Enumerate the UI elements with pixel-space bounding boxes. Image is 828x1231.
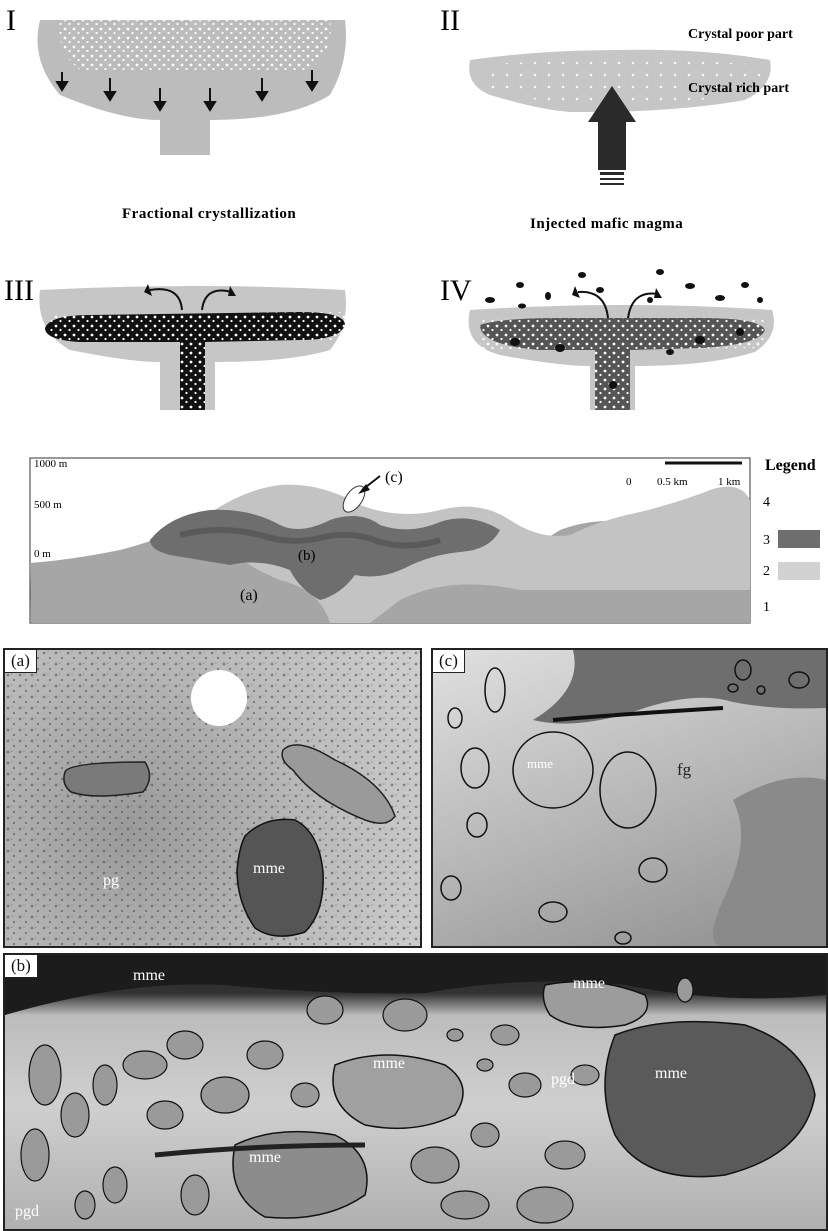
- photo-b-label: (b): [5, 955, 38, 978]
- mme-enclave: [513, 732, 593, 808]
- stage-II-label: II: [440, 4, 460, 37]
- stage-I-caption: Fractional crystallization: [122, 206, 296, 222]
- legend-3: 3: [763, 533, 770, 548]
- legend: Legend 4 3 2 1: [763, 457, 820, 615]
- section-label-a: (a): [240, 587, 258, 604]
- fg-label: fg: [677, 760, 691, 780]
- pgd-label-1: pgd: [551, 1071, 575, 1089]
- legend-1: 1: [763, 600, 770, 615]
- scale-05: 0.5 km: [657, 476, 688, 488]
- stage-III: [39, 284, 346, 410]
- elev-1000: 1000 m: [34, 458, 68, 470]
- legend-2: 2: [763, 564, 770, 579]
- section-label-c: (c): [385, 469, 403, 486]
- photo-c-label: (c): [433, 650, 465, 673]
- stage-II-caption: Injected mafic magma: [530, 216, 683, 232]
- photo-b: (b) mme mme mme mme mme pgd pgd: [3, 953, 828, 1231]
- stage-I: [38, 20, 347, 155]
- stage-schematics: I Fractional crystallization II Crystal …: [0, 0, 828, 420]
- photo-a: (a) pg mme: [3, 648, 422, 948]
- stage-IV-label: IV: [440, 274, 472, 307]
- mme-label-1: mme: [133, 967, 165, 985]
- photo-c: (c) mme fg: [431, 648, 828, 948]
- crystal-rich-label: Crystal rich part: [688, 81, 789, 96]
- mme-label-5: mme: [249, 1149, 281, 1167]
- photo-a-label: (a): [5, 650, 37, 673]
- scale-0: 0: [626, 476, 632, 488]
- legend-swatch-2: [778, 562, 820, 580]
- mme-label: mme: [253, 860, 285, 878]
- legend-4: 4: [763, 495, 770, 510]
- enclave-outline: [64, 762, 150, 796]
- mme-label-3: mme: [373, 1055, 405, 1073]
- stage-III-label: III: [4, 274, 34, 307]
- pgd-label-2: pgd: [15, 1203, 39, 1221]
- elev-0: 0 m: [34, 548, 51, 560]
- mme-label-4: mme: [655, 1065, 687, 1083]
- legend-swatch-3: [778, 530, 820, 548]
- mme-label-2: mme: [573, 975, 605, 993]
- stage-II: [469, 50, 771, 185]
- geologic-cross-section: 1000 m 500 m 0 m (a) (b) (c) 0 0.5 km 1 …: [0, 440, 828, 640]
- section-label-b: (b): [298, 548, 316, 564]
- stage-IV: [469, 269, 774, 410]
- legend-title: Legend: [765, 457, 816, 474]
- mme-label: mme: [527, 756, 553, 772]
- lens-cap: [191, 670, 247, 726]
- crystal-poor-label: Crystal poor part: [688, 27, 793, 42]
- stage-I-label: I: [6, 4, 16, 37]
- pg-label: pg: [103, 872, 119, 890]
- mme-enclave: [605, 1022, 815, 1177]
- elev-500: 500 m: [34, 499, 62, 511]
- scale-1: 1 km: [718, 476, 741, 488]
